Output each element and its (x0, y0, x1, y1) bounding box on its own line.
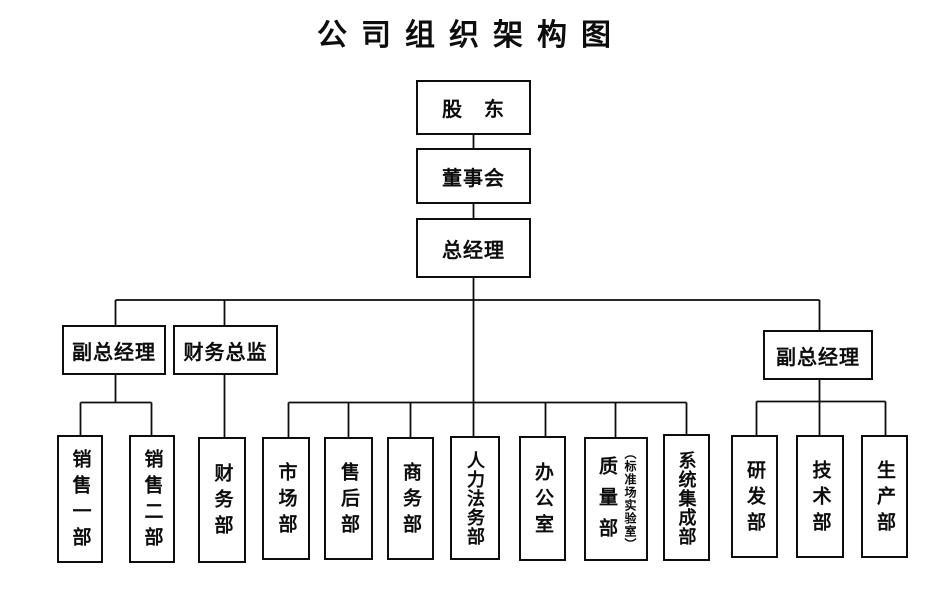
dept-sales-2: 销售二部 (129, 435, 175, 563)
dept-sales-1: 销售一部 (57, 435, 103, 563)
dept-finance: 财务部 (198, 437, 246, 563)
dept-system-integration: 系统集成部 (663, 434, 710, 561)
dept-quality-sub-label: （标准场实验室） (623, 447, 637, 551)
dept-office: 办公室 (519, 436, 566, 561)
node-general-manager: 总经理 (416, 218, 531, 278)
node-deputy-gm-right: 副总经理 (763, 330, 873, 380)
chart-title: 公司组织架构图 (317, 19, 625, 52)
dept-quality-label: 质量部 (596, 455, 617, 549)
dept-technology: 技术部 (796, 435, 844, 558)
dept-production: 生产部 (861, 435, 908, 558)
node-deputy-gm-left: 副总经理 (62, 325, 166, 375)
node-finance-director: 财务总监 (173, 325, 278, 375)
dept-quality: 质量部 （标准场实验室） (584, 437, 648, 561)
dept-after-sales: 售后部 (324, 437, 373, 560)
dept-marketing: 市场部 (262, 437, 310, 560)
node-shareholders: 股 东 (416, 80, 531, 135)
dept-hr-legal: 人力法务部 (450, 436, 500, 560)
dept-business: 商务部 (387, 437, 434, 560)
dept-rnd: 研发部 (731, 435, 778, 558)
node-board-of-directors: 董事会 (416, 148, 531, 204)
